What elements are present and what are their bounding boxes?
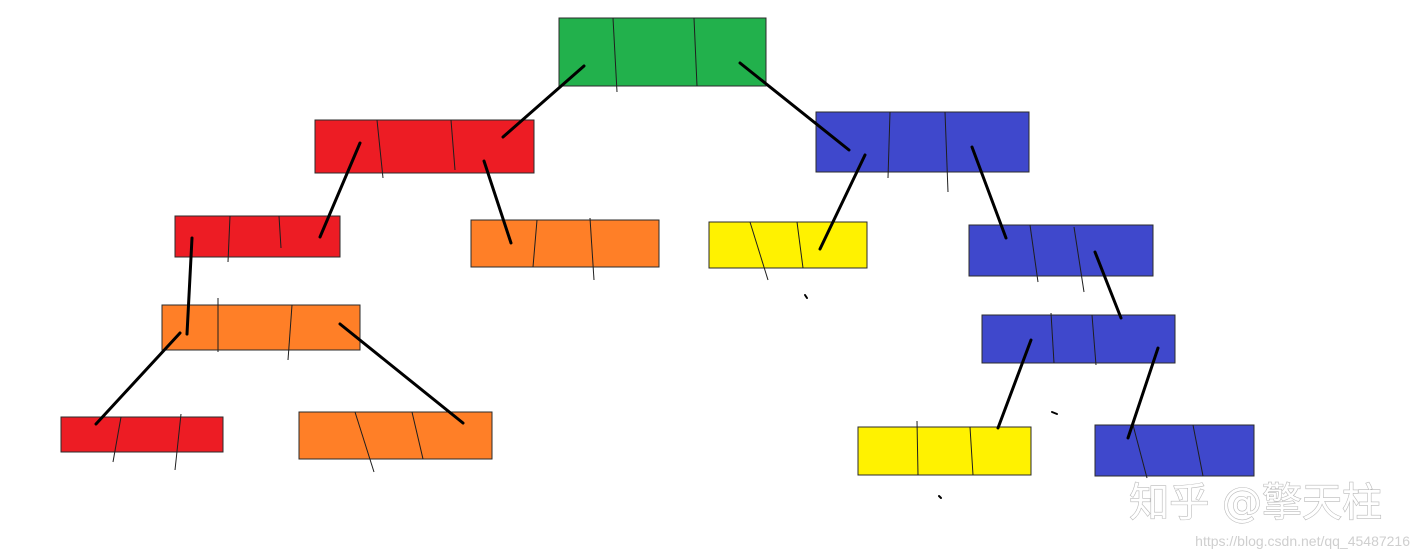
node-divider bbox=[227, 215, 231, 263]
node-divider bbox=[612, 17, 618, 93]
node-divider bbox=[1073, 226, 1085, 293]
edge-right-rightright bbox=[970, 145, 1008, 240]
node-divider bbox=[112, 416, 122, 463]
edge-left-leftleft bbox=[318, 141, 362, 239]
edge-llc-left bbox=[94, 331, 182, 426]
node-box bbox=[857, 426, 1032, 476]
node-box bbox=[558, 17, 767, 87]
node-divider bbox=[589, 217, 595, 281]
edge-right-rightleft bbox=[818, 153, 867, 251]
node-right-right bbox=[968, 224, 1154, 293]
node-left bbox=[314, 119, 535, 179]
node-root bbox=[558, 17, 767, 93]
node-divider bbox=[450, 119, 456, 171]
node-box bbox=[1094, 424, 1255, 477]
node-divider bbox=[1192, 424, 1204, 477]
stray-mark bbox=[1051, 411, 1058, 415]
node-left-left-child bbox=[161, 298, 361, 361]
node-divider bbox=[1050, 312, 1055, 364]
node-divider bbox=[1029, 224, 1039, 283]
node-box bbox=[708, 221, 868, 269]
edge-rrc-left bbox=[996, 338, 1033, 430]
node-box bbox=[298, 411, 493, 460]
node-divider bbox=[376, 119, 384, 179]
node-llc-right bbox=[298, 411, 493, 473]
edge-rrc-right bbox=[1126, 346, 1160, 440]
edge-root-left bbox=[501, 64, 586, 139]
node-llc-left bbox=[60, 413, 224, 471]
edge-root-right bbox=[738, 61, 851, 152]
node-divider bbox=[532, 219, 538, 268]
node-divider bbox=[278, 215, 282, 249]
node-right bbox=[815, 111, 1030, 193]
node-left-left bbox=[174, 215, 341, 263]
node-divider bbox=[174, 413, 182, 471]
edge-rightright-child bbox=[1093, 250, 1123, 320]
node-box bbox=[968, 224, 1154, 277]
node-divider bbox=[749, 221, 769, 281]
node-box bbox=[314, 119, 535, 174]
node-divider bbox=[916, 420, 919, 476]
edges bbox=[94, 61, 1160, 440]
node-box bbox=[981, 314, 1176, 364]
node-divider bbox=[1132, 424, 1148, 479]
node-box bbox=[174, 215, 341, 258]
edge-leftleft-child bbox=[185, 236, 194, 336]
edge-llc-right bbox=[338, 322, 465, 425]
edge-left-leftright bbox=[482, 159, 513, 245]
stray-mark bbox=[804, 294, 808, 299]
watermark-text: 知乎 @擎天柱 bbox=[1129, 480, 1382, 526]
node-rrc-right bbox=[1094, 424, 1255, 479]
watermark-url: https://blog.csdn.net/qq_45487216 bbox=[1195, 533, 1410, 549]
node-left-right bbox=[470, 217, 660, 281]
node-box bbox=[60, 416, 224, 453]
node-box bbox=[815, 111, 1030, 173]
node-divider bbox=[887, 111, 891, 179]
node-box bbox=[470, 219, 660, 268]
node-right-left bbox=[708, 221, 868, 281]
node-divider bbox=[411, 411, 424, 460]
node-right-right-child bbox=[981, 312, 1176, 366]
node-divider bbox=[796, 221, 804, 269]
node-divider bbox=[693, 17, 698, 87]
node-divider bbox=[287, 304, 293, 361]
stray-mark bbox=[938, 495, 942, 499]
node-divider bbox=[1091, 314, 1097, 366]
node-box bbox=[161, 304, 361, 351]
node-rrc-left bbox=[857, 420, 1032, 476]
node-divider bbox=[969, 426, 974, 476]
node-divider bbox=[354, 411, 375, 473]
node-divider bbox=[944, 111, 949, 193]
